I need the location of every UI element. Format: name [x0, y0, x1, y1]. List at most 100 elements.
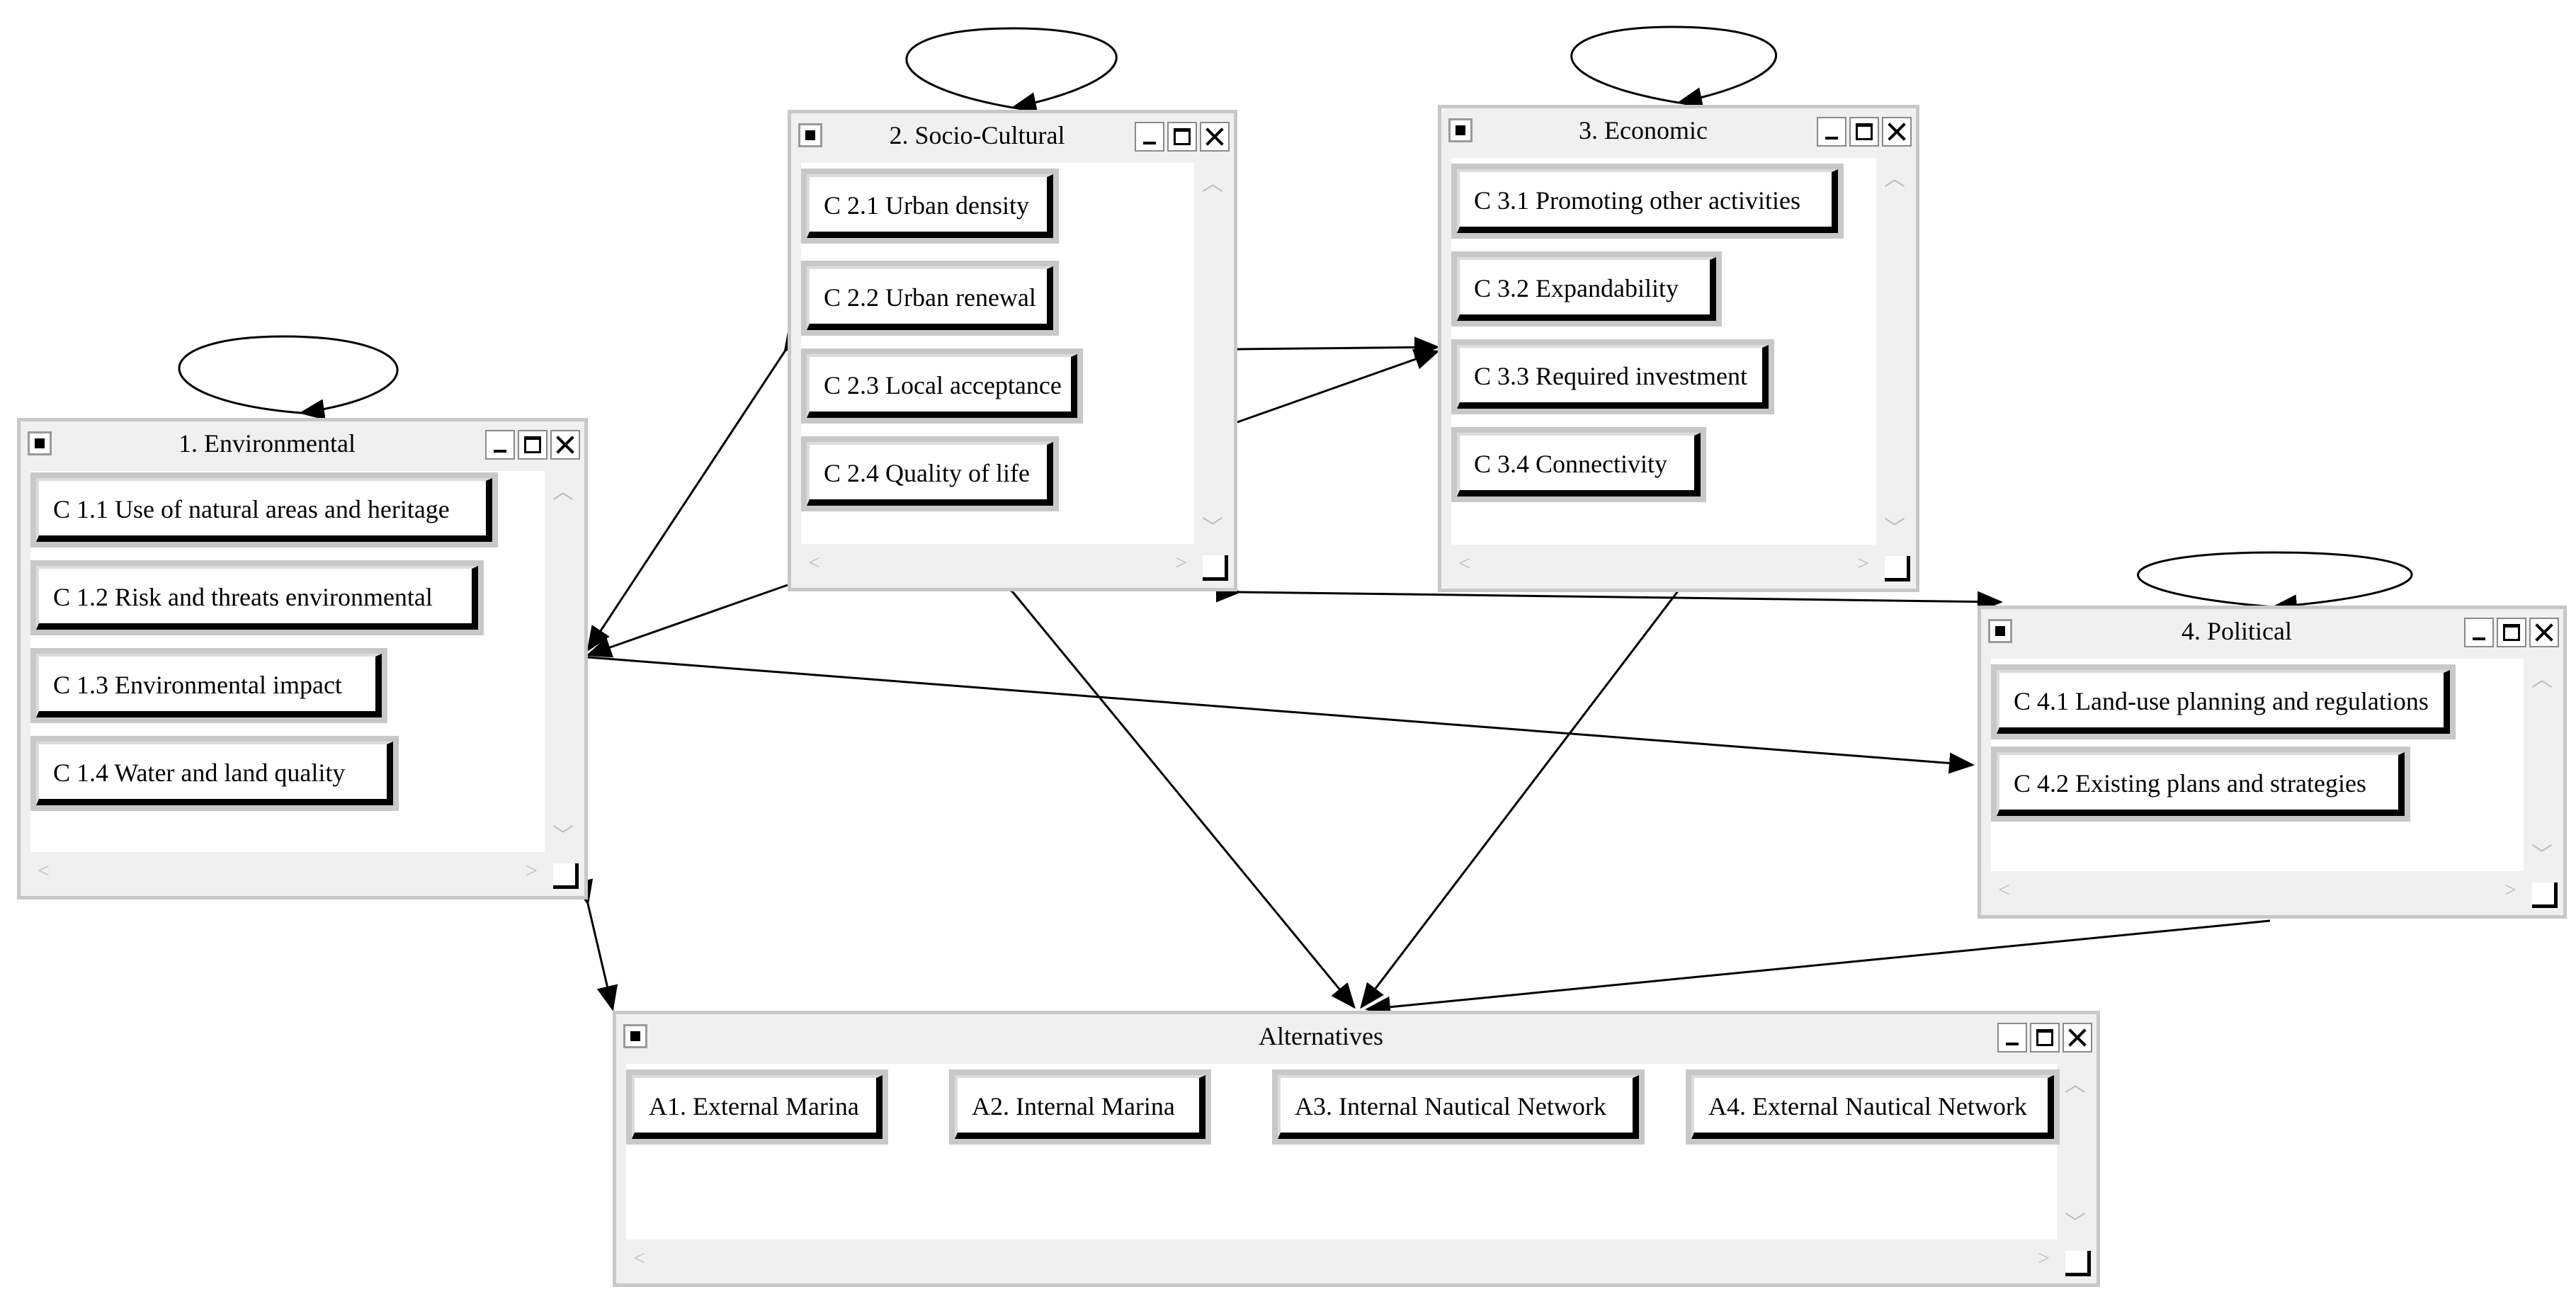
horizontal-scrollbar[interactable]: <>	[801, 551, 1194, 579]
resize-grip-icon[interactable]	[1203, 555, 1228, 581]
node-c3-1[interactable]: C 3.1 Promoting other activities	[1451, 164, 1844, 239]
scroll-right-icon[interactable]: >	[1857, 552, 1869, 575]
minimize-icon[interactable]	[1997, 1023, 2027, 1052]
resize-grip-icon[interactable]	[2065, 1251, 2091, 1276]
node-label: C 2.4 Quality of life	[807, 442, 1053, 506]
close-icon[interactable]	[1882, 117, 1912, 147]
close-icon[interactable]	[2062, 1023, 2092, 1052]
node-label: A4. External Nautical Network	[1691, 1075, 2054, 1139]
scroll-up-icon[interactable]: ︿	[1884, 167, 1905, 191]
vertical-scrollbar[interactable]: ︿﹀	[2061, 1064, 2089, 1239]
cluster-economic[interactable]: 3. Economic C 3.1 Promoting other activi…	[1438, 105, 1919, 592]
window-menu-icon[interactable]	[1448, 118, 1473, 142]
vertical-scrollbar[interactable]: ︿﹀	[1198, 163, 1227, 544]
resize-grip-icon[interactable]	[553, 863, 579, 889]
node-c1-1[interactable]: C 1.1 Use of natural areas and heritage	[30, 472, 498, 547]
window-menu-icon[interactable]	[623, 1024, 647, 1048]
scroll-right-icon[interactable]: >	[2504, 878, 2517, 902]
cluster-alternatives[interactable]: Alternatives A1. External Marina A2. Int…	[613, 1011, 2100, 1287]
node-label: C 4.2 Existing plans and strategies	[1997, 752, 2405, 816]
node-c3-3[interactable]: C 3.3 Required investment	[1451, 339, 1774, 414]
scroll-down-icon[interactable]: ﹀	[2531, 844, 2553, 867]
cluster-content: C 2.1 Urban density C 2.2 Urban renewal …	[801, 163, 1194, 544]
node-a2[interactable]: A2. Internal Marina	[949, 1069, 1211, 1145]
window-menu-icon[interactable]	[798, 123, 822, 147]
maximize-icon[interactable]	[2030, 1023, 2060, 1052]
node-c3-4[interactable]: C 3.4 Connectivity	[1451, 427, 1706, 502]
cluster-environmental[interactable]: 1. Environmental C 1.1 Use of natural ar…	[17, 418, 588, 899]
node-a1[interactable]: A1. External Marina	[626, 1069, 888, 1145]
maximize-icon[interactable]	[2497, 618, 2526, 647]
node-c1-2[interactable]: C 1.2 Risk and threats environmental	[30, 560, 484, 635]
node-c4-2[interactable]: C 4.2 Existing plans and strategies	[1991, 747, 2410, 822]
horizontal-scrollbar[interactable]: <>	[1451, 552, 1876, 580]
minimize-icon[interactable]	[1135, 122, 1164, 152]
node-a4[interactable]: A4. External Nautical Network	[1686, 1069, 2060, 1145]
scroll-left-icon[interactable]: <	[38, 859, 50, 882]
maximize-icon[interactable]	[1167, 122, 1197, 152]
scroll-down-icon[interactable]: ﹀	[1884, 517, 1905, 540]
scroll-down-icon[interactable]: ﹀	[2065, 1212, 2086, 1235]
minimize-icon[interactable]	[485, 430, 515, 460]
node-c1-4[interactable]: C 1.4 Water and land quality	[30, 736, 399, 811]
link-socio-environmental-both	[586, 326, 807, 652]
maximize-icon[interactable]	[518, 430, 547, 460]
cluster-titlebar[interactable]: 2. Socio-Cultural	[791, 113, 1234, 157]
node-c1-3[interactable]: C 1.3 Environmental impact	[30, 648, 387, 723]
scroll-right-icon[interactable]: >	[2038, 1247, 2050, 1270]
close-icon[interactable]	[2529, 618, 2559, 647]
node-label: C 4.1 Land-use planning and regulations	[1997, 670, 2450, 734]
node-c3-2[interactable]: C 3.2 Expandability	[1451, 251, 1722, 327]
window-menu-icon[interactable]	[1988, 619, 2012, 643]
link-socio-alternatives-both	[989, 567, 1356, 1009]
node-label: C 2.3 Local acceptance	[807, 354, 1077, 418]
node-a3[interactable]: A3. Internal Nautical Network	[1272, 1069, 1645, 1145]
scroll-down-icon[interactable]: ﹀	[1202, 516, 1223, 540]
horizontal-scrollbar[interactable]: <>	[30, 859, 545, 887]
minimize-icon[interactable]	[2464, 618, 2494, 647]
resize-grip-icon[interactable]	[1885, 556, 1910, 581]
cluster-political[interactable]: 4. Political C 4.1 Land-use planning and…	[1978, 606, 2567, 919]
resize-grip-icon[interactable]	[2532, 882, 2558, 908]
close-icon[interactable]	[550, 430, 580, 460]
node-c2-4[interactable]: C 2.4 Quality of life	[801, 436, 1059, 511]
scroll-right-icon[interactable]: >	[526, 859, 538, 882]
node-label: C 3.1 Promoting other activities	[1457, 169, 1838, 233]
cluster-titlebar[interactable]: 3. Economic	[1441, 108, 1916, 152]
vertical-scrollbar[interactable]: ︿﹀	[2528, 659, 2556, 871]
cluster-title: 2. Socio-Cultural	[889, 121, 1065, 149]
node-label: C 2.2 Urban renewal	[807, 266, 1053, 330]
cluster-content: A1. External Marina A2. Internal Marina …	[626, 1064, 2060, 1239]
cluster-socio-cultural[interactable]: 2. Socio-Cultural C 2.1 Urban density C …	[788, 110, 1237, 591]
minimize-icon[interactable]	[1817, 117, 1846, 147]
node-label: C 1.1 Use of natural areas and heritage	[36, 478, 492, 542]
node-c2-3[interactable]: C 2.3 Local acceptance	[801, 348, 1083, 424]
scroll-up-icon[interactable]: ︿	[552, 480, 574, 504]
scroll-left-icon[interactable]: <	[1998, 878, 2010, 902]
scroll-right-icon[interactable]: >	[1175, 551, 1187, 574]
scroll-down-icon[interactable]: ﹀	[552, 824, 574, 848]
vertical-scrollbar[interactable]: ︿﹀	[549, 471, 577, 852]
cluster-titlebar[interactable]: 4. Political	[1981, 609, 2563, 653]
horizontal-scrollbar[interactable]: <>	[1991, 878, 2524, 907]
scroll-up-icon[interactable]: ︿	[2065, 1073, 2086, 1096]
scroll-left-icon[interactable]: <	[633, 1247, 645, 1270]
scroll-left-icon[interactable]: <	[1458, 552, 1470, 575]
cluster-title: 3. Economic	[1579, 116, 1708, 144]
close-icon[interactable]	[1200, 122, 1230, 152]
scroll-left-icon[interactable]: <	[808, 551, 820, 574]
node-c4-1[interactable]: C 4.1 Land-use planning and regulations	[1991, 664, 2456, 739]
link-socio-economic-both	[1213, 336, 1440, 361]
scroll-up-icon[interactable]: ︿	[2531, 668, 2553, 691]
vertical-scrollbar[interactable]: ︿﹀	[1880, 158, 1909, 545]
node-label: A3. Internal Nautical Network	[1278, 1075, 1639, 1139]
maximize-icon[interactable]	[1849, 117, 1879, 147]
horizontal-scrollbar[interactable]: <>	[626, 1247, 2057, 1275]
cluster-titlebar[interactable]: 1. Environmental	[21, 421, 584, 465]
node-c2-1[interactable]: C 2.1 Urban density	[801, 169, 1059, 244]
scroll-up-icon[interactable]: ︿	[1202, 172, 1223, 195]
node-c2-2[interactable]: C 2.2 Urban renewal	[801, 261, 1059, 336]
window-menu-icon[interactable]	[28, 431, 52, 455]
cluster-titlebar[interactable]: Alternatives	[616, 1014, 2096, 1058]
